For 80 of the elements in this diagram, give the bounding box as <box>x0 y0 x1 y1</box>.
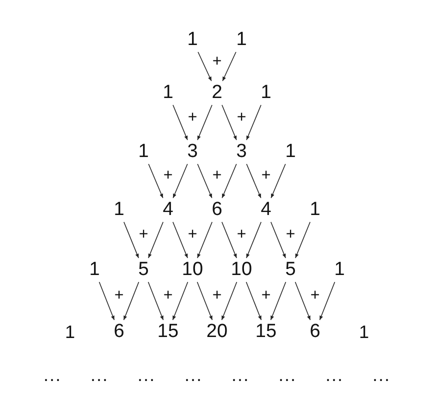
number: 1 <box>300 199 330 221</box>
number: 5 <box>128 259 158 281</box>
ellipsis: ... <box>232 366 250 384</box>
number: 1 <box>251 82 281 104</box>
plus-sign: + <box>236 110 246 126</box>
number: 4 <box>153 199 183 221</box>
ellipsis: ... <box>44 366 62 384</box>
plus-sign: + <box>163 168 173 184</box>
plus-sign: + <box>261 168 271 184</box>
arrow <box>222 52 236 82</box>
arrow <box>123 282 140 320</box>
number: 1 <box>276 141 306 163</box>
number: 1 <box>359 323 369 341</box>
number: 5 <box>276 259 306 281</box>
arrow <box>124 222 139 258</box>
arrow <box>172 282 188 320</box>
plus-sign: + <box>212 288 222 304</box>
arrow <box>222 164 237 198</box>
plus-sign: + <box>212 54 222 70</box>
number: 15 <box>153 321 183 343</box>
plus-sign: + <box>114 288 124 304</box>
plus-sign: + <box>163 288 173 304</box>
arrow <box>197 222 212 258</box>
number: 1 <box>153 82 183 104</box>
number: 3 <box>226 141 256 163</box>
arrow <box>222 104 237 140</box>
number: 6 <box>104 321 134 343</box>
number: 1 <box>128 141 158 163</box>
arrow <box>172 104 188 140</box>
arrow <box>197 164 212 198</box>
number: 1 <box>178 29 208 51</box>
arrow <box>172 164 188 198</box>
arrow <box>295 222 310 258</box>
arrow <box>172 222 188 258</box>
plus-sign: + <box>261 288 271 304</box>
arrow <box>148 222 164 258</box>
arrow <box>270 164 286 198</box>
number: 1 <box>80 259 110 281</box>
number: 20 <box>202 321 232 343</box>
arrow <box>98 282 115 320</box>
arrow <box>148 164 164 198</box>
arrow <box>246 104 262 140</box>
ellipsis: ... <box>372 366 390 384</box>
arrow <box>246 164 262 198</box>
ellipsis: ... <box>138 366 156 384</box>
number: 1 <box>65 323 75 341</box>
arrow <box>246 222 262 258</box>
plus-sign: + <box>286 227 296 244</box>
number: 2 <box>202 82 232 104</box>
ellipsis: ... <box>278 366 296 384</box>
plus-sign: + <box>138 227 148 244</box>
arrow <box>197 104 212 140</box>
arrow <box>270 222 286 258</box>
ellipsis: ... <box>90 366 108 384</box>
plus-sign: + <box>212 168 222 184</box>
arrow <box>222 222 237 258</box>
plus-sign: + <box>236 227 246 244</box>
number: 1 <box>226 29 256 51</box>
number: 3 <box>178 141 208 163</box>
number: 6 <box>300 321 330 343</box>
arrow <box>270 282 286 320</box>
arrow <box>148 282 164 320</box>
arrow <box>221 282 238 320</box>
ellipsis: ... <box>184 366 202 384</box>
ellipsis: ... <box>326 366 344 384</box>
number: 4 <box>251 199 281 221</box>
arrow <box>294 282 311 320</box>
arrow <box>319 282 336 320</box>
plus-sign: + <box>188 227 198 244</box>
number: 6 <box>202 199 232 221</box>
arrow <box>246 282 262 320</box>
number: 10 <box>178 259 208 281</box>
plus-sign: + <box>310 288 320 304</box>
number: 1 <box>104 199 134 221</box>
plus-sign: + <box>188 110 198 126</box>
number: 1 <box>324 259 354 281</box>
number: 10 <box>226 259 256 281</box>
number: 15 <box>251 321 281 343</box>
arrow <box>198 52 212 82</box>
arrow <box>196 282 213 320</box>
